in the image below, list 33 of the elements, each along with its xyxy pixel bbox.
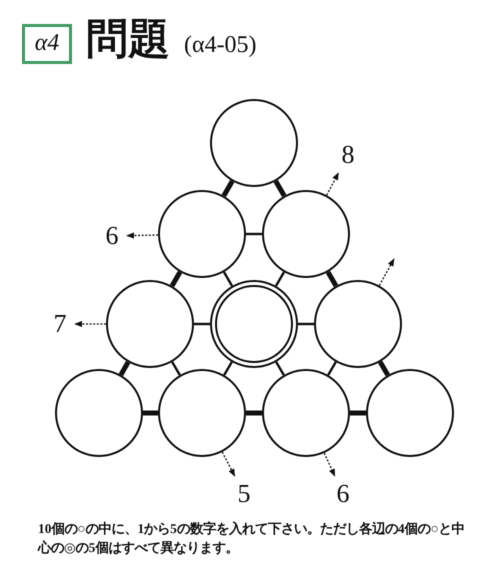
connector-bar: [222, 272, 234, 286]
connector-bar: [171, 361, 181, 376]
dotted-arrow: [378, 258, 395, 286]
connector-bar: [327, 361, 337, 376]
title: 問題: [86, 16, 170, 65]
hint-number: 6: [331, 479, 355, 509]
connector-bar: [170, 270, 182, 288]
connector-bar: [118, 360, 130, 376]
connector-bar: [223, 361, 233, 376]
dotted-arrow: [222, 452, 236, 477]
hint-number: 7: [48, 309, 72, 339]
connector-bar: [298, 322, 314, 326]
connector-bar: [326, 270, 338, 288]
hint-number: 6: [100, 221, 124, 251]
hint-number: 5: [232, 479, 256, 509]
connector-bar: [143, 410, 158, 416]
problem-code: (α4-05): [184, 31, 257, 60]
connector-bar: [275, 361, 285, 376]
dotted-arrow: [126, 232, 158, 239]
hint-number: 8: [336, 140, 360, 170]
connector-bar: [222, 180, 234, 198]
level-badge: α4: [22, 24, 72, 64]
connector-bar: [246, 410, 262, 416]
connector-bar: [274, 272, 286, 286]
dotted-arrow: [74, 320, 106, 328]
connector-bar: [274, 180, 286, 198]
dotted-arrow: [324, 452, 336, 477]
connector-bar: [194, 322, 210, 326]
connector-bar: [378, 360, 390, 376]
connector-bar: [350, 410, 366, 416]
connector-bar: [246, 232, 262, 236]
instructions: 10個の○の中に、1から5の数字を入れて下さい。ただし各辺の4個の○と中心の◎の5個はすべて異なります。: [38, 520, 466, 557]
dotted-arrow: [326, 172, 339, 196]
